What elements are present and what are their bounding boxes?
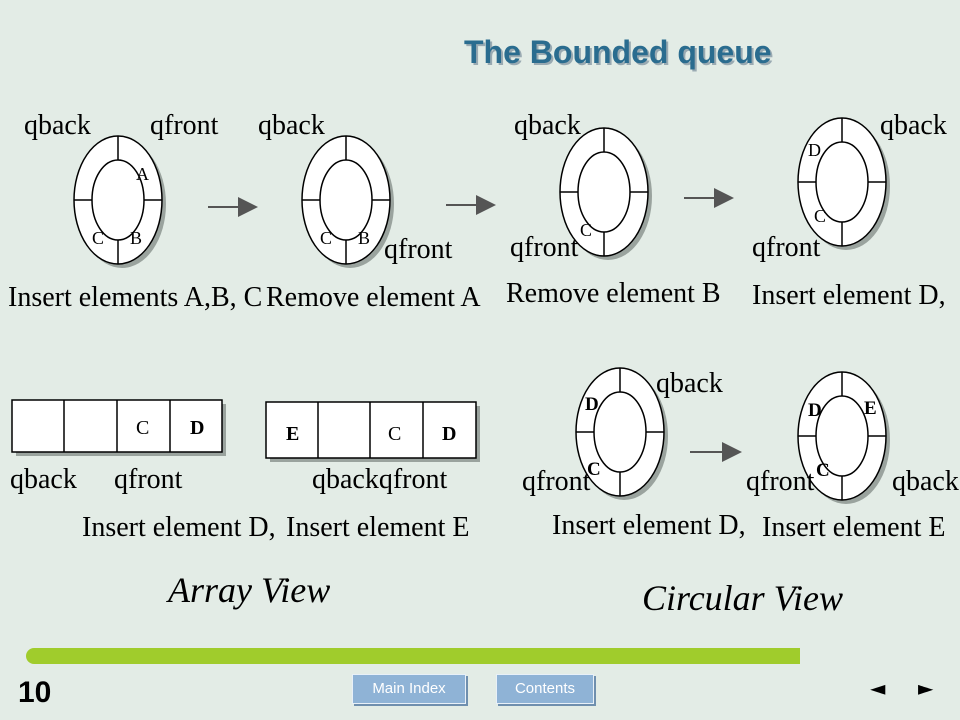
- qfront-label: qfront: [384, 234, 453, 265]
- ring-letter: C: [814, 206, 826, 226]
- qfront-label: qfront: [114, 464, 183, 495]
- caption: Remove element A: [266, 282, 481, 313]
- array-cell: D: [442, 423, 456, 445]
- ring-diagram-2: qback qfront C B: [258, 110, 453, 269]
- ring-letter: C: [320, 228, 332, 248]
- ring-letter: B: [358, 228, 370, 248]
- qback-label: qback: [10, 464, 77, 495]
- caption: Insert element D,: [82, 512, 276, 543]
- qback-label: qback: [892, 466, 959, 497]
- circular-view-label: Circular View: [642, 578, 843, 618]
- ring-letter: B: [130, 228, 142, 248]
- caption: Insert element E: [286, 512, 469, 543]
- caption: Insert element D,: [752, 280, 946, 311]
- qfront-label: qfront: [510, 232, 579, 263]
- qfront-label: qfront: [746, 466, 815, 497]
- ring-diagram-5: qback qfront D C: [522, 367, 723, 501]
- ring-diagram-6: qback qfront D E C: [746, 371, 959, 505]
- ring-letter: E: [864, 398, 877, 419]
- qback-label: qback: [656, 368, 723, 399]
- caption: Insert element E: [762, 512, 945, 543]
- ring-letter: C: [92, 228, 104, 248]
- array-cell: C: [388, 423, 401, 445]
- caption: Remove element B: [506, 278, 721, 309]
- ring-diagram-4: qback qfront D C: [752, 110, 947, 263]
- accent-bar-notch: [26, 664, 66, 674]
- array-cell: D: [190, 417, 204, 439]
- qfront-label: qfront: [522, 466, 591, 497]
- qback-label: qback: [514, 110, 581, 141]
- ring-letter: D: [808, 140, 821, 160]
- array-diagram-2: E C D qbackqfront: [265, 401, 480, 495]
- page-title: The Bounded queue: [464, 34, 772, 70]
- next-arrow-icon[interactable]: ►: [918, 676, 934, 700]
- array-cell: E: [286, 423, 299, 445]
- ring-diagram-3: qback qfront C: [510, 110, 653, 263]
- qfront-label: qfront: [150, 110, 219, 141]
- ring-letter: D: [808, 400, 822, 421]
- array-diagram-1: C D qback qfront: [10, 399, 226, 495]
- ring-letter: C: [816, 460, 830, 481]
- array-cell: C: [136, 417, 149, 439]
- pointer-labels: qbackqfront: [312, 464, 448, 495]
- qback-label: qback: [880, 110, 947, 141]
- ring-diagram-1: qback qfront A B C: [24, 110, 219, 269]
- main-index-button[interactable]: Main Index: [352, 674, 466, 704]
- ring-letter: C: [580, 220, 592, 240]
- queue-diagram: qback qfront A B C qback qfront C B qbac…: [8, 110, 959, 618]
- contents-button[interactable]: Contents: [496, 674, 594, 704]
- qfront-label: qfront: [752, 232, 821, 263]
- qback-label: qback: [258, 110, 325, 141]
- page-number: 10: [18, 676, 52, 709]
- ring-letter: C: [587, 459, 601, 480]
- array-view-label: Array View: [166, 570, 330, 610]
- accent-bar: [26, 648, 800, 664]
- ring-letter: A: [136, 164, 149, 184]
- ring-letter: D: [585, 394, 599, 415]
- caption: Insert elements A,B, C: [8, 282, 262, 313]
- prev-arrow-icon[interactable]: ◄: [870, 676, 886, 700]
- qback-label: qback: [24, 110, 91, 141]
- caption: Insert element D,: [552, 510, 746, 541]
